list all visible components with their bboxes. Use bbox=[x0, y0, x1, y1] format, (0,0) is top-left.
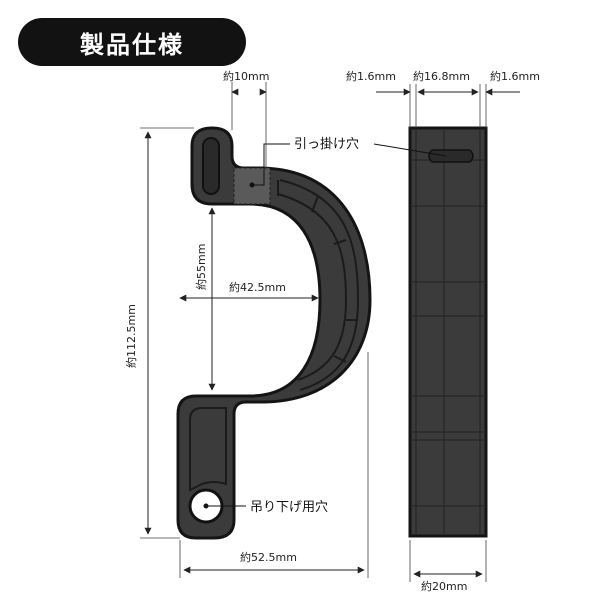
leg-groove bbox=[189, 407, 227, 492]
header-badge: 製品仕様 bbox=[18, 18, 246, 66]
side-slot-leader bbox=[373, 143, 447, 157]
dim-inner-height: 約55mm bbox=[194, 244, 208, 290]
groove-segment bbox=[333, 239, 347, 245]
hook-front-view bbox=[176, 126, 372, 540]
dim-side-width: 約20mm bbox=[421, 579, 467, 593]
side-body bbox=[408, 126, 488, 538]
side-hole-slot bbox=[428, 149, 474, 163]
dim-overall-width: 約52.5mm bbox=[240, 550, 297, 564]
hook-hole-leader bbox=[252, 143, 290, 186]
dim-side-edge-left: 約1.6mm bbox=[346, 69, 396, 83]
groove-segment bbox=[333, 355, 347, 363]
hanging-hole-label: 吊り下げ用穴 bbox=[250, 500, 328, 515]
hook-side-view bbox=[408, 126, 488, 538]
hook-hole-label: 引っ掛け穴 bbox=[294, 137, 359, 152]
dim-hook-opening: 約10mm bbox=[223, 69, 269, 83]
curve-groove-inner bbox=[277, 193, 348, 381]
dim-inner-width: 約42.5mm bbox=[229, 280, 286, 294]
dim-side-center: 約16.8mm bbox=[413, 69, 470, 83]
curve-groove bbox=[279, 179, 360, 391]
dim-overall-height: 約112.5mm bbox=[124, 304, 138, 368]
groove-segment bbox=[311, 195, 319, 213]
hook-tip-slot bbox=[202, 137, 220, 195]
dim-side-edge-right: 約1.6mm bbox=[490, 69, 540, 83]
header-title: 製品仕様 bbox=[80, 30, 184, 59]
